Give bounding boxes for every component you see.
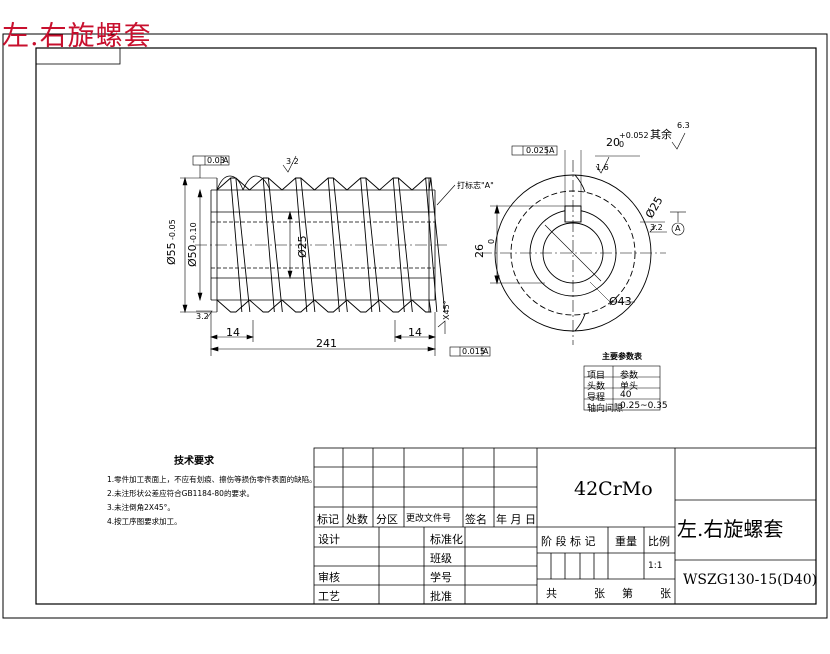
params-row-key: 轴向间隙 — [587, 404, 624, 414]
title-block-grid — [313, 447, 817, 605]
end-datum-letter: A — [675, 224, 681, 233]
fcf-side-bottom: 0.015 — [462, 347, 485, 356]
pitch-dia-label: Ø50 — [186, 244, 199, 267]
thread-turn — [346, 177, 381, 313]
fcf-side-datum: A — [223, 156, 229, 165]
key-depth: 26 — [473, 244, 486, 258]
key-width: 20 — [606, 136, 620, 149]
surface-note: 打标志"A" — [457, 181, 494, 190]
tech-item: 4.按工序图要求加工。 — [107, 517, 182, 526]
sheet-label: 张 — [594, 587, 605, 600]
key-width-tol: +0.052 — [619, 131, 649, 140]
mid-row-label: 班级 — [430, 552, 452, 565]
key-width-tol-low: 0 — [619, 140, 625, 149]
outer-dia-tol: -0.05 — [168, 219, 177, 240]
sheet-label: 张 — [660, 587, 671, 600]
params-row-value: 0.25~0.35 — [620, 401, 668, 411]
revision-header: 分区 — [376, 513, 398, 526]
rough-rest-value: 6.3 — [677, 121, 690, 130]
drawing-title: 左.右旋螺套 — [2, 21, 152, 52]
inner-dia-label: Ø25 — [296, 235, 309, 258]
hub-dia: Ø43 — [609, 295, 632, 308]
revision-header: 处数 — [346, 513, 368, 526]
tech-title: 技术要求 — [174, 456, 214, 467]
thread-turn — [281, 177, 316, 313]
params-row-value: 单头 — [620, 382, 639, 392]
tech-item: 3.未注倒角2X45°。 — [107, 503, 175, 512]
scale-value: 1:1 — [648, 561, 663, 571]
revision-header: 签名 — [465, 513, 487, 526]
end-view — [480, 132, 686, 345]
rough-side-2: 3.2 — [196, 312, 209, 321]
params-row-value: 参数 — [620, 371, 639, 381]
thread-turn — [249, 177, 283, 313]
mid-row-label: 标准化 — [430, 533, 463, 546]
end-right-length: 14 — [408, 326, 422, 339]
thread-turn — [216, 177, 251, 313]
rough-side-1: 3.2 — [286, 157, 299, 166]
rough-rest-label: 其余 — [650, 128, 672, 141]
thread-turn — [411, 177, 446, 313]
key-depth-tol: 0 — [487, 238, 496, 244]
left-row-label: 工艺 — [318, 590, 340, 603]
left-row-label: 设计 — [318, 533, 340, 546]
corner-box — [35, 47, 121, 65]
fcf-end: 0.025 — [526, 146, 549, 155]
stage-header: 阶 段 标 记 — [541, 535, 596, 548]
params-row-key: 项目 — [587, 371, 606, 381]
fcf-side-top: 0.03 — [207, 156, 225, 165]
revision-header: 标记 — [317, 513, 339, 526]
params-row-key: 导程 — [587, 393, 606, 403]
revision-header: 更改文件号 — [406, 514, 452, 524]
weight-header: 重量 — [615, 535, 637, 548]
params-row-value: 40 — [620, 390, 632, 400]
part-name: 左.右旋螺套 — [677, 517, 784, 541]
params-table-grid — [583, 365, 661, 411]
mid-row-label: 批准 — [430, 590, 452, 603]
material: 42CrMo — [574, 478, 653, 500]
scale-header: 比例 — [648, 535, 670, 548]
rough-end-2: 3.2 — [650, 223, 663, 232]
side-view — [195, 175, 450, 312]
rough-end-1: 1.6 — [596, 163, 609, 172]
end-left-length: 14 — [226, 326, 240, 339]
length-total: 241 — [316, 337, 337, 350]
thread-turn — [379, 177, 413, 313]
revision-header: 年 月 日 — [496, 513, 536, 526]
pitch-dia-tol: -0.10 — [189, 222, 198, 243]
mid-row-label: 学号 — [430, 571, 452, 584]
left-row-label: 审核 — [318, 571, 340, 584]
sheet-label: 第 — [622, 587, 633, 600]
fcf-end-datum: A — [549, 146, 555, 155]
thread-profile — [216, 177, 446, 313]
thread-turn — [314, 177, 348, 313]
chamfer-note: X45° — [442, 300, 451, 320]
outer-dia-label: Ø55 — [165, 242, 178, 265]
tech-item: 2.未注形状公差应符合GB1184-80的要求。 — [107, 489, 254, 498]
params-row-key: 头数 — [587, 382, 606, 392]
drawing-number: WSZG130-15(D40) — [683, 572, 818, 588]
sheet-label: 共 — [546, 587, 557, 600]
side-dimensions — [180, 155, 491, 357]
tech-item: 1.零件加工表面上，不应有划痕、擦伤等损伤零件表面的缺陷。 — [107, 475, 317, 484]
params-title: 主要参数表 — [602, 352, 642, 361]
outer-frame — [2, 33, 828, 619]
fcf-side-bottom-datum: A — [483, 347, 489, 356]
